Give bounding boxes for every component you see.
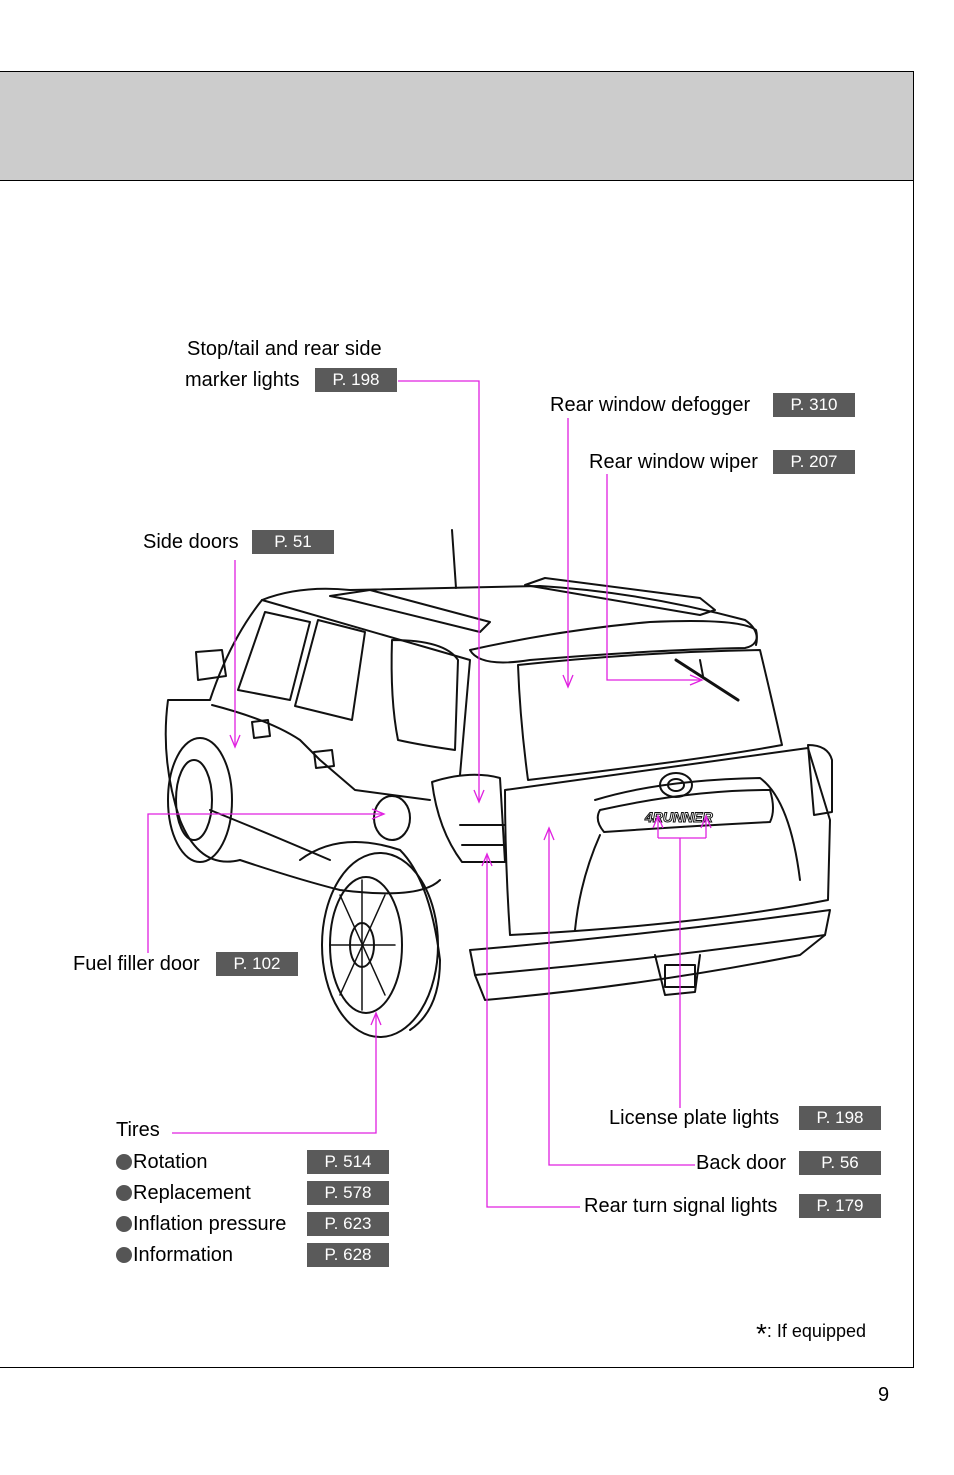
rear-window: [517, 649, 783, 781]
license-lights-label: License plate lights: [609, 1107, 780, 1129]
rear-turn-label: Rear turn signal lights: [584, 1195, 778, 1217]
tires-information-page-ref[interactable]: P. 628: [307, 1243, 389, 1267]
tires-replacement-page-ref[interactable]: P. 578: [307, 1181, 389, 1205]
header-band: [0, 71, 914, 181]
rear-side-window: [294, 619, 366, 721]
front-side-window: [237, 611, 311, 701]
tires-item-information: Information: [116, 1243, 233, 1267]
tailgate: [504, 747, 831, 936]
rear-wiper-page-ref[interactable]: P. 207: [773, 450, 855, 474]
bullet-icon: [116, 1247, 132, 1263]
tires-item-label: Inflation pressure: [133, 1213, 287, 1235]
rear-spoiler: [469, 620, 758, 664]
roof-outline: [261, 585, 758, 646]
rear-defogger-page-ref[interactable]: P. 310: [773, 393, 855, 417]
tires-inflation-page-ref[interactable]: P. 623: [307, 1212, 389, 1236]
leader-lines: [147, 380, 712, 1208]
rear-turn-page-ref[interactable]: P. 179: [799, 1194, 881, 1218]
asterisk-icon: *: [756, 1318, 767, 1349]
fuel-door-page-ref[interactable]: P. 102: [216, 952, 298, 976]
page-frame: [0, 71, 914, 1368]
tires-item-rotation: Rotation: [116, 1150, 208, 1174]
tires-item-label: Information: [133, 1244, 234, 1266]
quarter-window: [390, 639, 459, 751]
left-tail-light: [431, 773, 506, 863]
bullet-icon: [116, 1154, 132, 1170]
license-garnish: [596, 789, 774, 833]
tires-rotation-page-ref[interactable]: P. 514: [307, 1150, 389, 1174]
side-doors-page-ref[interactable]: P. 51: [252, 530, 334, 554]
bullet-icon: [116, 1216, 132, 1232]
tires-item-label: Replacement: [133, 1182, 251, 1204]
footnote: *: If equipped: [756, 1318, 866, 1350]
back-door-label: Back door: [696, 1152, 787, 1174]
tires-item-inflation: Inflation pressure: [116, 1212, 286, 1236]
stop-tail-label-line2: marker lights: [185, 369, 300, 391]
bullet-icon: [116, 1185, 132, 1201]
tires-item-label: Rotation: [133, 1151, 208, 1173]
stop-tail-label-line1: Stop/tail and rear side: [187, 338, 382, 360]
tires-title: Tires: [116, 1119, 160, 1141]
stop-tail-page-ref[interactable]: P. 198: [315, 368, 397, 392]
front-wheel: [167, 737, 233, 863]
fuel-door-label: Fuel filler door: [73, 953, 200, 975]
right-tail-light: [807, 744, 833, 816]
rear-defogger-label: Rear window defogger: [550, 394, 751, 416]
antenna: [451, 529, 457, 589]
page-number: 9: [878, 1384, 890, 1406]
rear-wiper-label: Rear window wiper: [589, 451, 758, 473]
vehicle-badge: 4RUNNER: [644, 809, 714, 825]
back-door-page-ref[interactable]: P. 56: [799, 1151, 881, 1175]
rear-bumper: [469, 909, 831, 976]
side-doors-label: Side doors: [143, 531, 239, 553]
fuel-door: [373, 795, 411, 841]
tires-item-replacement: Replacement: [116, 1181, 251, 1205]
license-lights-page-ref[interactable]: P. 198: [799, 1106, 881, 1130]
footnote-text: : If equipped: [766, 1321, 866, 1341]
